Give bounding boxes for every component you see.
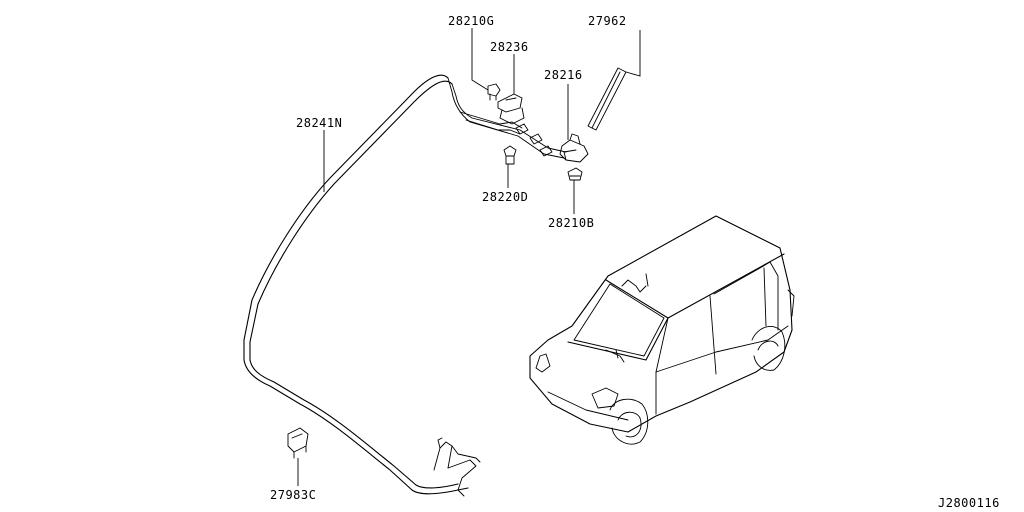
leader-lines	[297, 28, 641, 486]
bracket-28236	[497, 93, 525, 125]
washer-hose	[243, 74, 567, 495]
bolt-28220d	[503, 145, 517, 165]
diagram-code: J2800116	[938, 496, 1000, 510]
hose-joints	[515, 123, 553, 157]
vehicle-outline	[529, 215, 795, 445]
part-label-28220d: 28220D	[482, 190, 529, 204]
clip-27983c	[287, 427, 309, 459]
nut-28210b	[567, 167, 583, 181]
part-label-28210b: 28210B	[548, 216, 595, 230]
part-label-27983c: 27983C	[270, 488, 317, 502]
part-label-28241n: 28241N	[296, 116, 343, 130]
hose-connector-lower	[433, 437, 481, 497]
clip-28210g	[487, 83, 501, 101]
part-label-28216: 28216	[544, 68, 583, 82]
part-label-28236: 28236	[490, 40, 529, 54]
strip-27962	[587, 67, 627, 131]
part-label-27962: 27962	[588, 14, 627, 28]
part-label-28210g: 28210G	[448, 14, 495, 28]
washer-nozzle-28216	[559, 133, 589, 163]
